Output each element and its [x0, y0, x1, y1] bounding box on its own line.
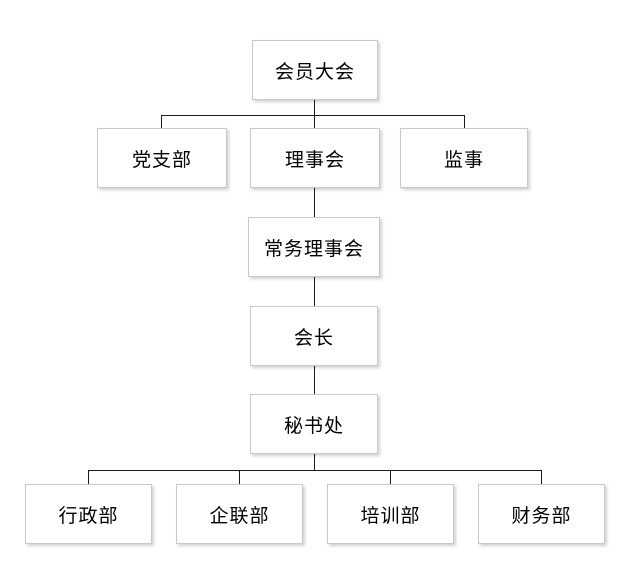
connector-drop-finance-dept	[541, 470, 542, 484]
connector-drop-admin-dept	[88, 470, 89, 484]
connector-bottom-horizontal-bus	[88, 470, 542, 471]
org-node-standing-council: 常务理事会	[248, 217, 380, 277]
connector-drop-liaison-dept	[239, 470, 240, 484]
connector-assembly-stem	[314, 100, 315, 115]
org-node-secretariat: 秘书处	[250, 394, 378, 454]
connector-drop-training-dept	[390, 470, 391, 484]
org-node-member-assembly: 会员大会	[252, 40, 378, 100]
org-node-supervisor: 监事	[400, 128, 528, 188]
org-node-enterprise-liaison-dept: 企联部	[176, 484, 303, 544]
connector-drop-supervisor	[464, 115, 465, 128]
org-node-council: 理事会	[250, 128, 380, 188]
connector-top-horizontal-bus	[161, 115, 465, 116]
org-node-admin-dept: 行政部	[25, 484, 152, 544]
org-node-finance-dept: 财务部	[478, 484, 605, 544]
connector-secretariat-stem	[314, 454, 315, 470]
connector-president-to-secretariat	[314, 366, 315, 394]
connector-drop-council	[314, 115, 315, 128]
org-node-training-dept: 培训部	[327, 484, 454, 544]
org-node-party-branch: 党支部	[97, 128, 227, 188]
connector-council-to-standing	[314, 188, 315, 217]
connector-drop-party-branch	[161, 115, 162, 128]
org-node-president: 会长	[250, 306, 378, 366]
connector-standing-to-president	[314, 277, 315, 306]
